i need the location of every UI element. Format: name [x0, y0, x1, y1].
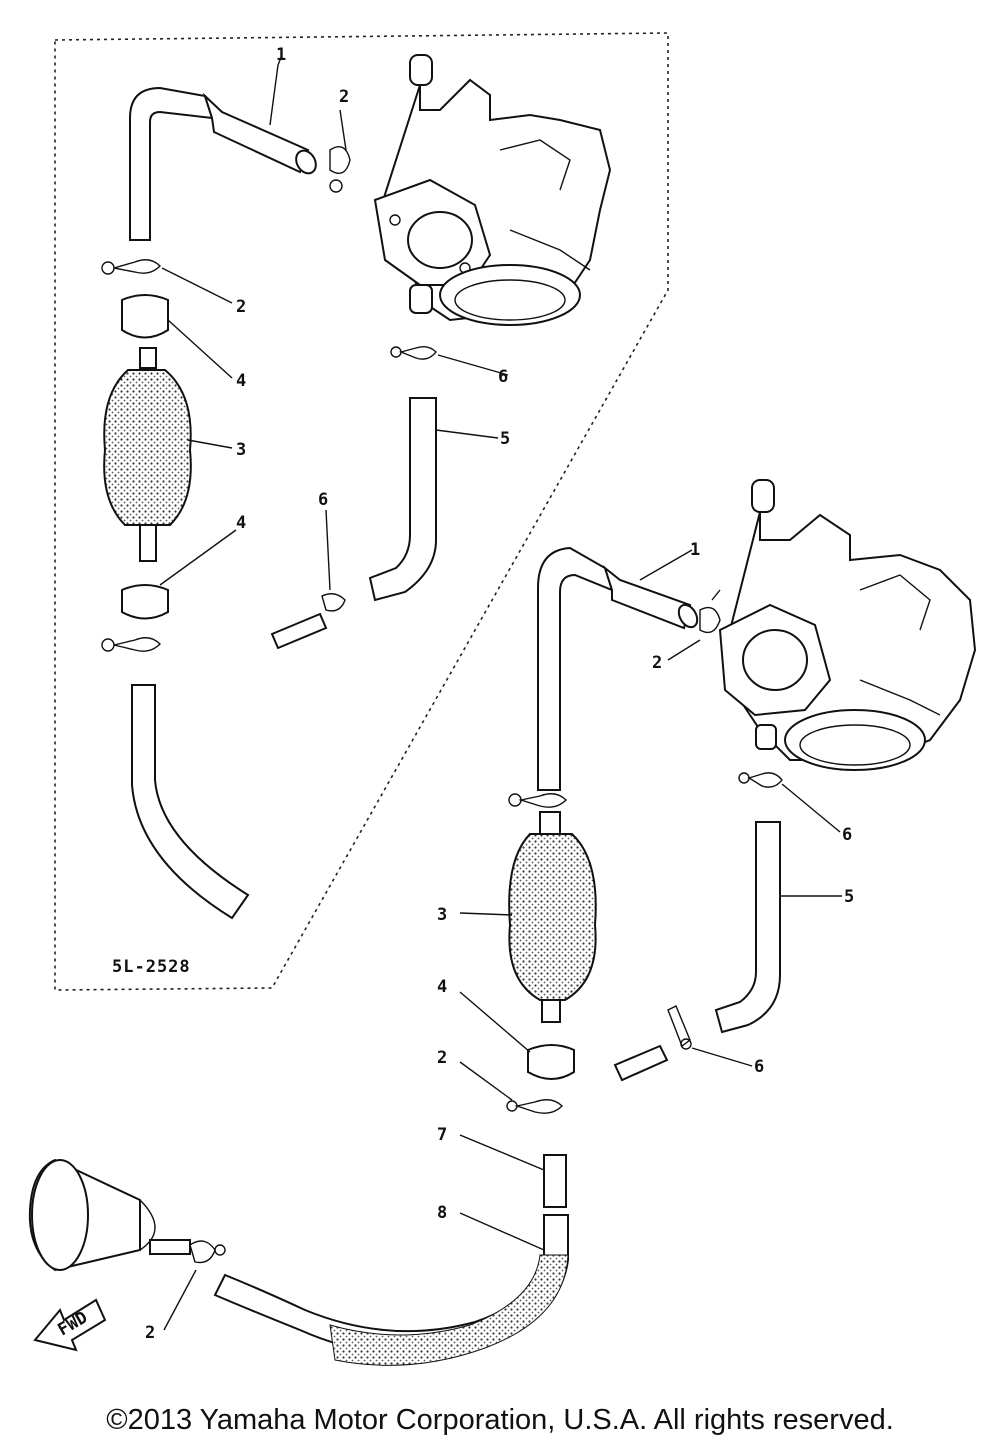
- band-4-main: [527, 1044, 575, 1080]
- callout-7-main: 7: [437, 1125, 447, 1145]
- hose-clip-icon: [738, 772, 783, 788]
- fuel-hose-5-inset: [368, 397, 437, 602]
- hose-clip-icon: [101, 637, 161, 652]
- band-4-inset-lower: [121, 584, 169, 620]
- inset-code-label: 5L-2528: [112, 957, 191, 977]
- fuel-hose-1-main: [537, 546, 614, 791]
- callout-2-inset-left: 2: [236, 297, 246, 317]
- callout-4-inset-lower: 4: [236, 513, 246, 533]
- callout-1-main: 1: [690, 540, 700, 560]
- callout-5-main: 5: [844, 887, 854, 907]
- callout-3-inset: 3: [236, 440, 246, 460]
- hose-clip-icon: [390, 345, 437, 360]
- callout-2-inset-top: 2: [339, 87, 349, 107]
- hose-clip-icon: [699, 589, 721, 634]
- callout-2-main-filter: 2: [145, 1323, 155, 1343]
- primer-bulb-main: [508, 833, 597, 1001]
- carburetor-inset-icon: [373, 54, 612, 326]
- callout-4-inset-upper: 4: [236, 371, 246, 391]
- hose-clip-icon: [667, 1005, 692, 1050]
- callout-6-inset-upper: 6: [498, 367, 508, 387]
- fwd-arrow-icon: FWD: [33, 1298, 107, 1352]
- callout-6-main-lower: 6: [754, 1057, 764, 1077]
- hose-clip-icon: [506, 1099, 563, 1114]
- copyright-notice: ©2013 Yamaha Motor Corporation, U.S.A. A…: [106, 1404, 894, 1436]
- fuel-system-diagram: 1 2 2 4 3 4 6 5 6 5L-2528 1: [28, 32, 977, 1366]
- callout-2-main-upper: 2: [652, 653, 662, 673]
- callout-4-main: 4: [437, 977, 447, 997]
- fitting-inset: [270, 612, 328, 650]
- hose-clip-icon: [101, 259, 161, 275]
- carburetor-main-icon: [718, 479, 977, 771]
- callout-5-inset: 5: [500, 429, 510, 449]
- callout-1-inset: 1: [276, 45, 286, 65]
- fuel-hose-lower-inset: [131, 684, 250, 920]
- hose-clip-icon: [508, 793, 567, 808]
- band-4-inset-upper: [121, 294, 169, 339]
- fuel-hose-7: [543, 1154, 567, 1208]
- callout-6-main-upper: 6: [842, 825, 852, 845]
- callout-2-main-lower: 2: [437, 1048, 447, 1068]
- fuel-filter-icon: [28, 1158, 191, 1272]
- fitting-main: [613, 1044, 669, 1082]
- primer-bulb-inset: [103, 369, 192, 526]
- callout-6-inset-lower: 6: [318, 490, 328, 510]
- hose-clip-icon: [329, 109, 351, 193]
- fuel-hose-5-main: [714, 821, 781, 1034]
- hose-clip-icon: [189, 1240, 226, 1264]
- callout-3-main: 3: [437, 905, 447, 925]
- hose-clip-icon: [321, 593, 346, 612]
- fuel-hose-1-inset: [129, 86, 214, 241]
- callout-8-main: 8: [437, 1203, 447, 1223]
